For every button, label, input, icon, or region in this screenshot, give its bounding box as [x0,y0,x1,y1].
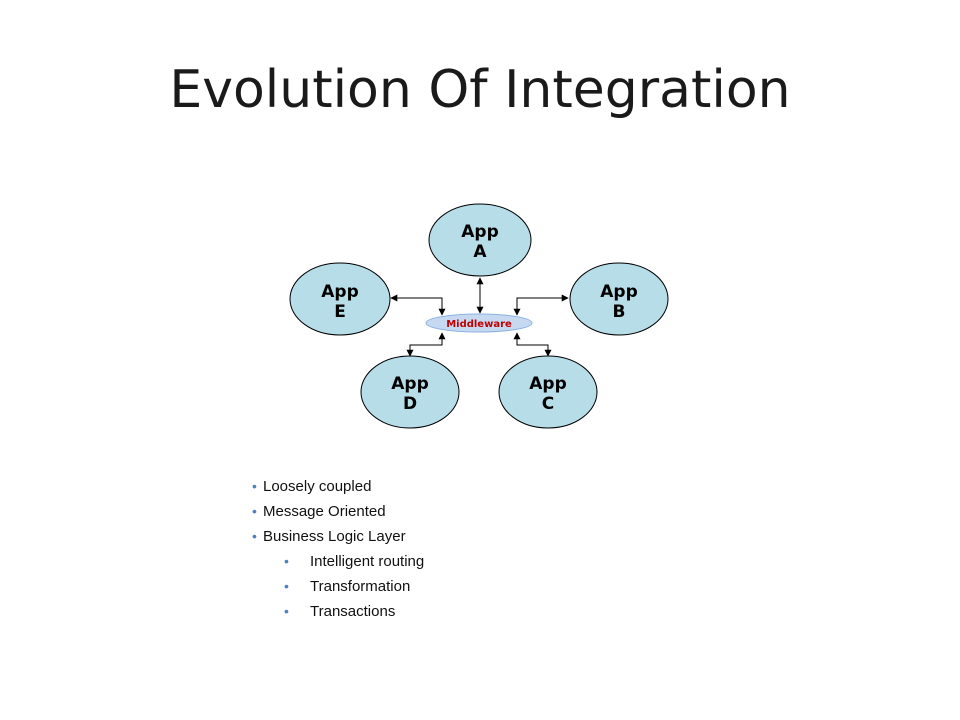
app-c-label-line1: App [529,374,567,394]
middleware-label: Middleware [446,319,512,330]
bullet-dot-icon: • [284,553,289,569]
bullet-text: Message Oriented [263,503,386,520]
app-d-label-line2: D [403,394,417,414]
bullet-dot-icon: • [252,503,257,519]
slide-title: Evolution Of Integration [169,60,791,120]
app-b-label-line1: App [600,282,638,302]
bullet-item: • Message Oriented [252,501,424,526]
app-a-label-line1: App [461,222,499,242]
sub-bullet-item: • Transformation [252,576,424,601]
app-b-node: App B [569,262,669,336]
app-b-label-line2: B [613,302,626,322]
app-d-node: App D [360,355,460,429]
connector-app-c [513,332,552,357]
app-a-label-line2: A [473,242,487,262]
bullet-dot-icon: • [252,478,257,494]
sub-bullet-text: Transformation [310,578,411,595]
app-e-label-line2: E [334,302,346,322]
middleware-hub: Middleware [425,313,533,333]
app-c-label-line2: C [542,394,554,414]
app-c-node: App C [498,355,598,429]
sub-bullet-text: Transactions [310,603,396,620]
connector-app-b [513,294,569,316]
bullet-dot-icon: • [284,603,289,619]
connector-app-d [406,332,446,357]
sub-bullet-item: • Intelligent routing [252,551,424,576]
bullet-item: • Business Logic Layer [252,526,424,551]
sub-bullet-item: • Transactions [252,601,424,626]
connector-app-e [390,294,446,316]
connectors [390,277,569,357]
bullet-text: Business Logic Layer [263,528,406,545]
app-a-node: App A [428,203,532,277]
bullet-dot-icon: • [252,528,257,544]
app-d-label-line1: App [391,374,429,394]
sub-bullet-text: Intelligent routing [310,553,425,570]
bullet-item: • Loosely coupled [252,476,424,501]
app-e-node: App E [289,262,391,336]
app-e-label-line1: App [321,282,359,302]
bullet-dot-icon: • [284,578,289,594]
bullet-text: Loosely coupled [263,478,372,495]
feature-bullet-list: • Loosely coupled • Message Oriented • Busi… [252,476,424,626]
